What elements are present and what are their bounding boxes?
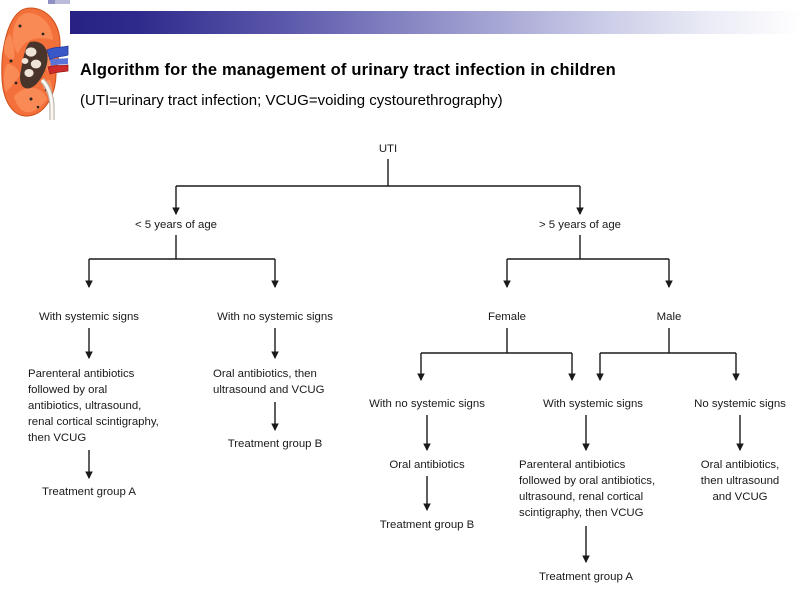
node-age-over5: > 5 years of age	[539, 219, 621, 231]
title-block: Algorithm for the management of urinary …	[80, 60, 790, 110]
node-r3-plan: Oral antibiotics, then ultrasound and VC…	[701, 459, 780, 503]
svg-text:renal cortical scintigraphy,: renal cortical scintigraphy,	[28, 416, 159, 428]
svg-text:and VCUG: and VCUG	[712, 491, 767, 503]
svg-text:Parenteral antibiotics: Parenteral antibiotics	[519, 459, 626, 471]
svg-text:antibiotics, ultrasound,: antibiotics, ultrasound,	[28, 400, 141, 412]
node-root: UTI	[379, 143, 397, 155]
svg-text:ultrasound and VCUG: ultrasound and VCUG	[213, 384, 325, 396]
node-r3-signs: No systemic signs	[694, 398, 786, 410]
kidney-cross-section-icon	[0, 4, 70, 122]
node-female: Female	[488, 311, 526, 323]
svg-text:followed by oral antibiotics,: followed by oral antibiotics,	[519, 475, 655, 487]
svg-text:scintigraphy, then VCUG: scintigraphy, then VCUG	[519, 507, 644, 519]
svg-text:then VCUG: then VCUG	[28, 432, 86, 444]
header-gradient-bar	[62, 11, 800, 34]
node-l1-signs: With systemic signs	[39, 311, 139, 323]
node-r2-outcome: Treatment group A	[539, 571, 633, 583]
svg-text:ultrasound, renal cortical: ultrasound, renal cortical	[519, 491, 643, 503]
algorithm-flowchart: UTI < 5 years of age > 5 years of age Wi…	[0, 130, 800, 600]
page-subtitle: (UTI=urinary tract infection; VCUG=voidi…	[80, 92, 503, 109]
svg-text:Oral antibiotics,: Oral antibiotics,	[701, 459, 780, 471]
header-band: Algorithm for the management of urinary …	[0, 0, 800, 140]
node-age-under5: < 5 years of age	[135, 219, 217, 231]
svg-text:then ultrasound: then ultrasound	[701, 475, 780, 487]
node-r1-plan: Oral antibiotics	[389, 459, 465, 471]
node-r2-signs: With systemic signs	[543, 398, 643, 410]
svg-text:followed by oral: followed by oral	[28, 384, 107, 396]
node-r2-plan: Parenteral antibiotics followed by oral …	[519, 459, 655, 519]
node-r1-signs: With no systemic signs	[369, 398, 485, 410]
page-title: Algorithm for the management of urinary …	[80, 61, 616, 79]
node-l2-plan: Oral antibiotics, then ultrasound and VC…	[213, 368, 325, 396]
svg-text:Oral antibiotics, then: Oral antibiotics, then	[213, 368, 317, 380]
node-l1-outcome: Treatment group A	[42, 486, 136, 498]
node-l2-outcome: Treatment group B	[228, 438, 323, 450]
node-l1-plan: Parenteral antibiotics followed by oral …	[28, 368, 159, 444]
svg-text:Parenteral antibiotics: Parenteral antibiotics	[28, 368, 135, 380]
node-male: Male	[657, 311, 682, 323]
node-r1-outcome: Treatment group B	[380, 519, 475, 531]
node-l2-signs: With no systemic signs	[217, 311, 333, 323]
